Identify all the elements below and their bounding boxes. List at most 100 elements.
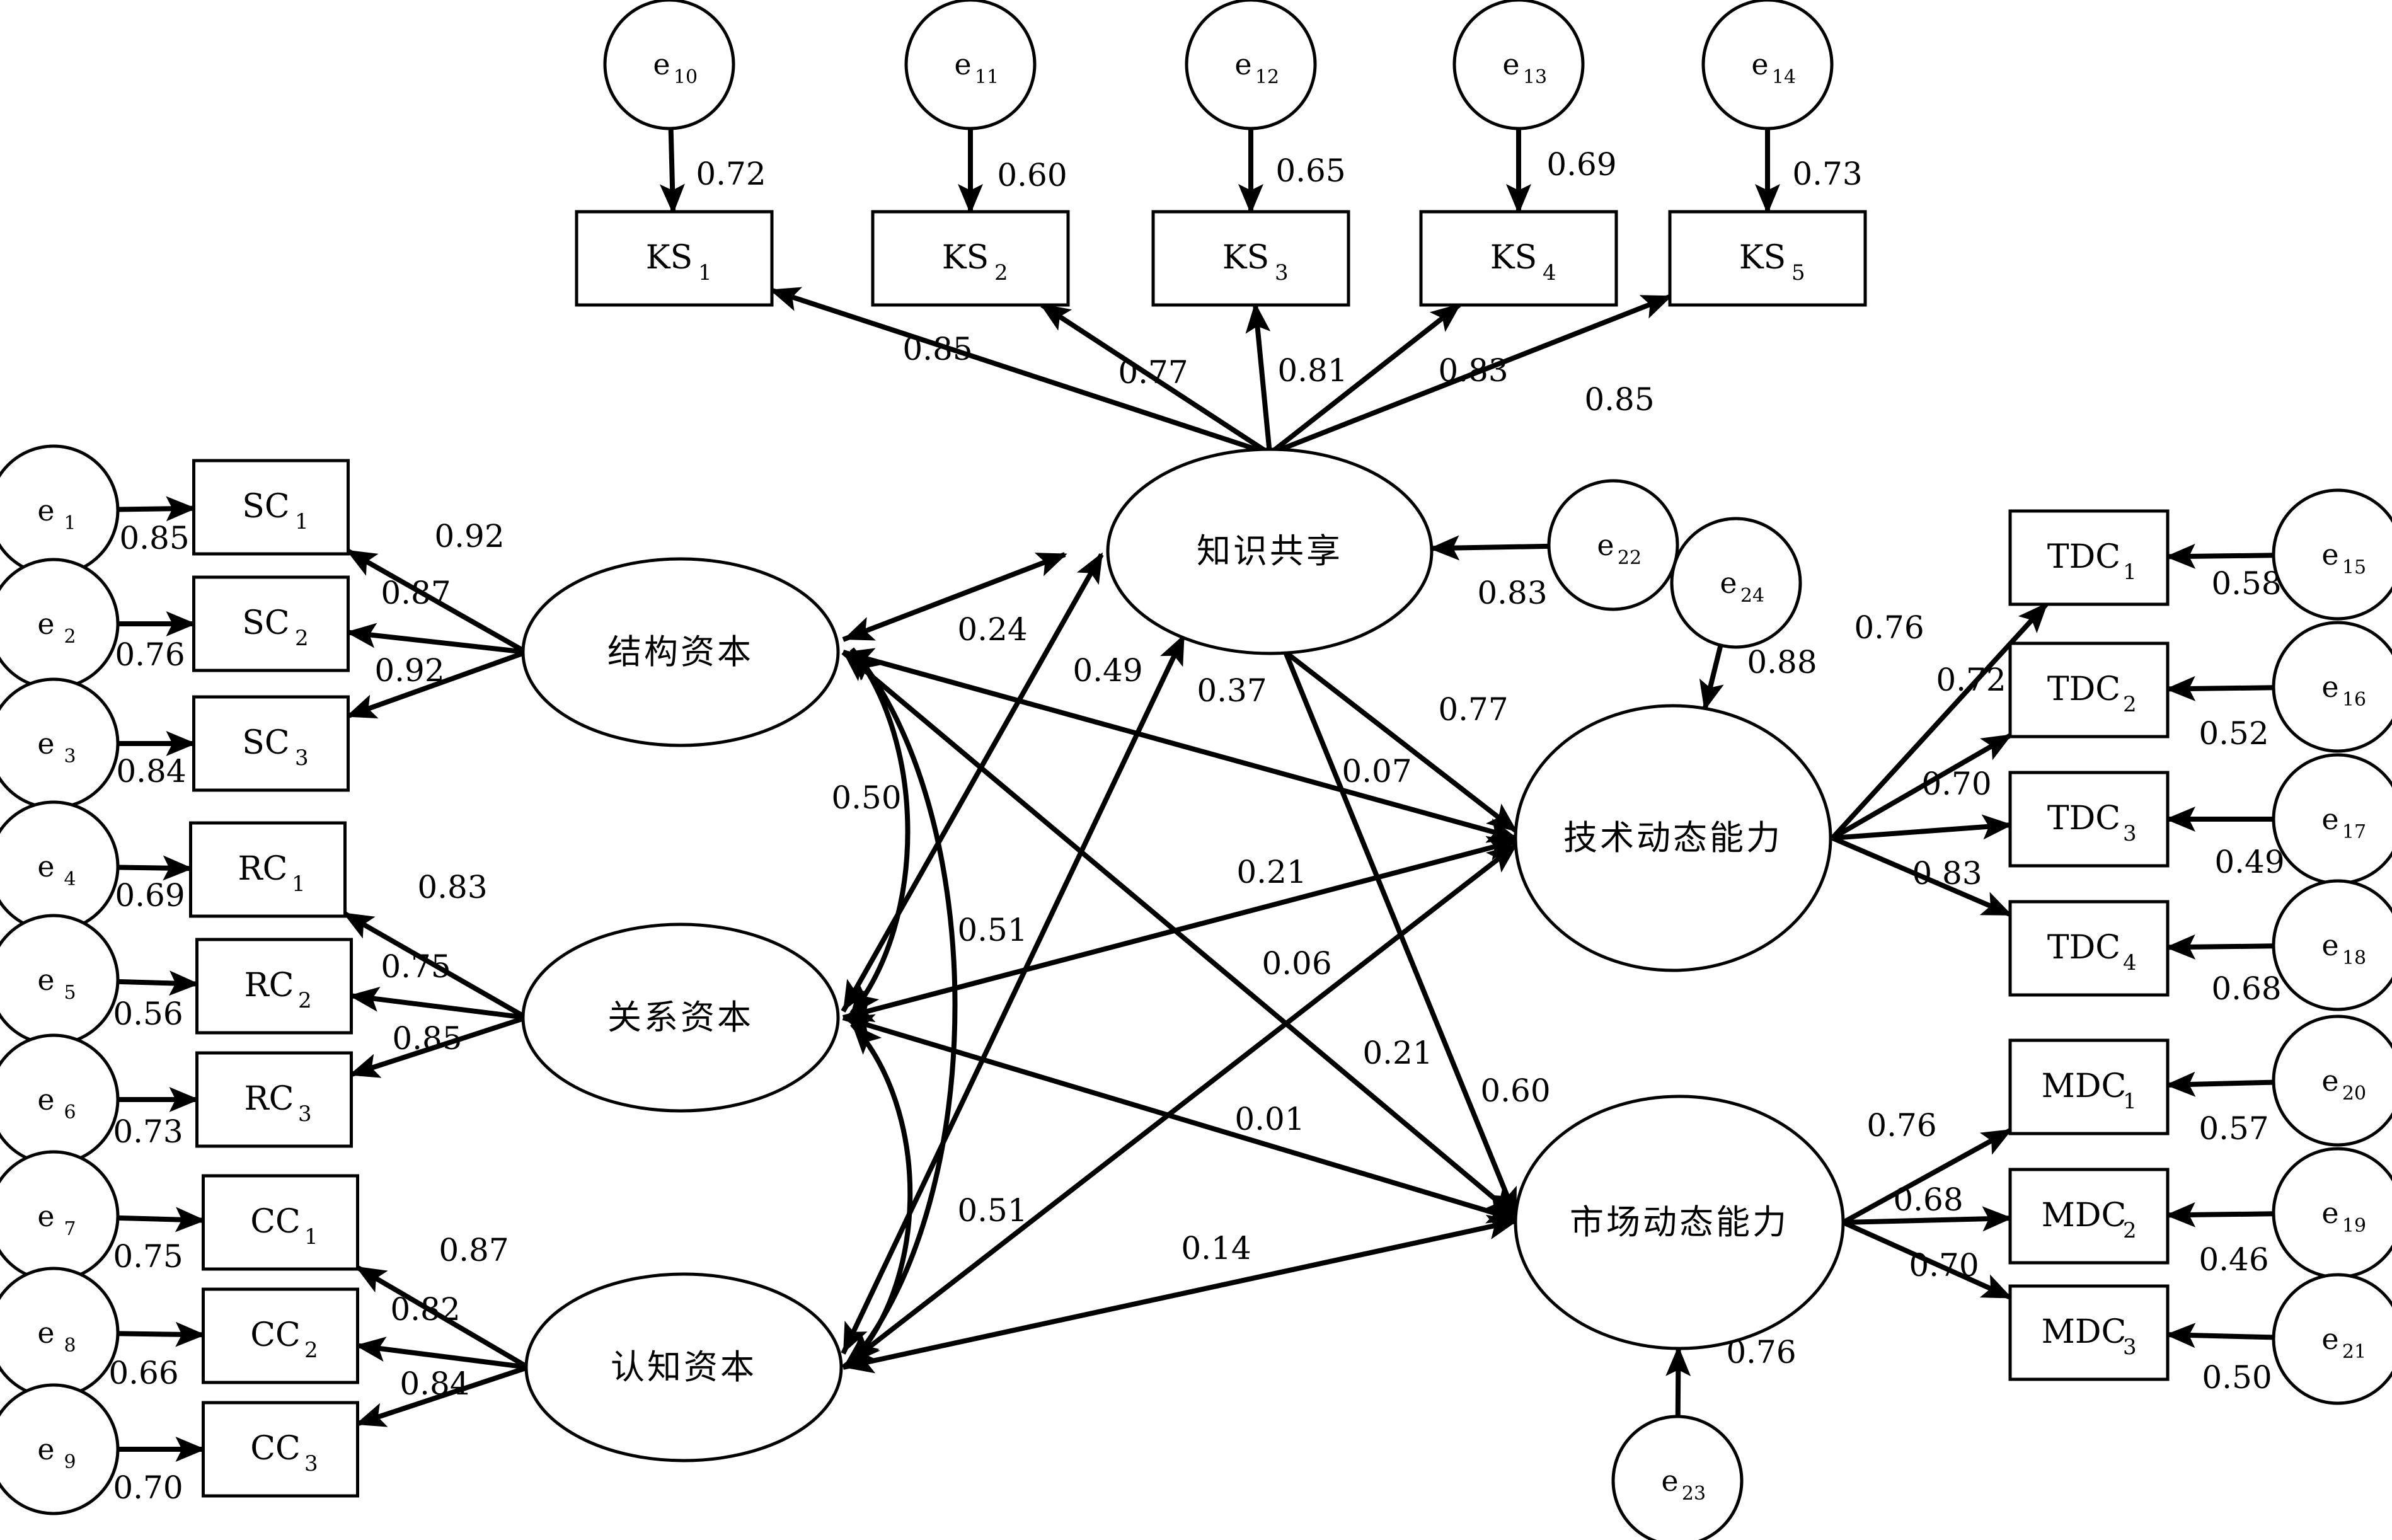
svg-text:结构资本: 结构资本 — [607, 632, 754, 672]
load-tdc-TDC3-arrow — [1832, 814, 2013, 841]
svg-text:KS: KS — [1739, 239, 1786, 277]
svg-text:e: e — [2321, 1064, 2338, 1098]
svg-text:1: 1 — [698, 260, 712, 285]
err-e5-arrow — [117, 970, 200, 996]
svg-text:3: 3 — [64, 745, 76, 767]
err-e2-value: 0.76 — [115, 636, 185, 673]
err-e11-value: 0.60 — [997, 157, 1067, 193]
svg-text:e: e — [37, 493, 54, 527]
svg-text:4: 4 — [2123, 950, 2137, 975]
svg-text:TDC: TDC — [2047, 670, 2120, 708]
svg-text:RC: RC — [244, 967, 294, 1004]
path-cc-ks-arrow — [841, 634, 1186, 1355]
load-ks-KS5-value: 0.85 — [1584, 381, 1654, 418]
svg-text:1: 1 — [2123, 1089, 2137, 1114]
load-ks-KS2-arrow — [1040, 302, 1272, 456]
svg-text:10: 10 — [674, 66, 698, 88]
load-rc-RC1-value: 0.83 — [417, 869, 487, 905]
latent-sc: 结构资本 — [521, 557, 840, 747]
svg-text:2: 2 — [304, 1338, 318, 1363]
load-mdc-MDC3-value: 0.70 — [1909, 1247, 1979, 1284]
svg-text:e: e — [37, 1083, 54, 1117]
err-e22-arrow — [1429, 535, 1550, 561]
cov-sc-cc-curve — [849, 647, 958, 1365]
svg-text:MDC: MDC — [2042, 1067, 2127, 1105]
svg-text:MDC: MDC — [2042, 1313, 2127, 1351]
path-sc-ks-arrow — [842, 552, 1067, 642]
load-mdc-MDC1-arrow — [1842, 1128, 2013, 1225]
path-ks-tdc-value: 0.77 — [1438, 691, 1508, 728]
load-tdc-TDC2-value: 0.72 — [1936, 662, 2006, 698]
load-ks-KS4-arrow — [1268, 302, 1461, 456]
svg-text:MDC: MDC — [2042, 1197, 2127, 1234]
svg-text:RC: RC — [238, 850, 288, 888]
load-cc-CC3-value: 0.84 — [400, 1365, 469, 1402]
svg-text:KS: KS — [1490, 239, 1537, 277]
svg-text:2: 2 — [64, 626, 76, 648]
svg-text:e: e — [2321, 1196, 2338, 1230]
err-e7-arrow — [117, 1207, 206, 1233]
err-e18-arrow — [2165, 934, 2274, 960]
svg-text:e: e — [954, 47, 971, 81]
svg-text:e: e — [1661, 1464, 1678, 1498]
svg-text:2: 2 — [298, 988, 312, 1013]
svg-text:TDC: TDC — [2047, 929, 2120, 967]
svg-text:18: 18 — [2342, 947, 2366, 969]
path-rc-ks-value: 0.49 — [1072, 652, 1142, 689]
svg-text:15: 15 — [2342, 556, 2366, 578]
err-e19-arrow — [2165, 1202, 2274, 1227]
load-ks-KS2-value: 0.77 — [1118, 354, 1188, 391]
svg-text:13: 13 — [1523, 66, 1547, 88]
svg-text:e: e — [37, 963, 54, 997]
load-sc-SC1-value: 0.92 — [434, 518, 504, 555]
err-e4-value: 0.69 — [115, 877, 185, 914]
path-sc-ks-value: 0.24 — [957, 611, 1027, 648]
load-mdc-MDC2-value: 0.68 — [1893, 1181, 1963, 1218]
svg-text:1: 1 — [304, 1224, 318, 1250]
load-tdc-TDC2-arrow — [1831, 733, 2013, 841]
svg-text:8: 8 — [64, 1335, 76, 1357]
svg-text:1: 1 — [295, 509, 309, 534]
svg-text:16: 16 — [2342, 689, 2366, 711]
err-e18-value: 0.68 — [2211, 970, 2281, 1007]
load-cc-CC1-value: 0.87 — [439, 1232, 509, 1268]
err-e8-value: 0.66 — [108, 1355, 178, 1391]
svg-text:9: 9 — [64, 1451, 76, 1473]
svg-text:5: 5 — [64, 982, 76, 1004]
load-cc-CC1-arrow — [355, 1265, 530, 1370]
svg-text:e: e — [1502, 47, 1519, 81]
svg-text:SC: SC — [242, 604, 289, 642]
svg-text:3: 3 — [1275, 260, 1289, 285]
path-sc-tdc-arrow — [842, 648, 1518, 843]
svg-text:5: 5 — [1791, 260, 1805, 285]
svg-text:关系资本: 关系资本 — [607, 997, 754, 1037]
load-cc-CC2-value: 0.82 — [390, 1291, 460, 1328]
svg-text:e: e — [2321, 1322, 2338, 1356]
svg-text:e: e — [37, 1199, 54, 1233]
svg-text:14: 14 — [1772, 66, 1796, 88]
svg-text:21: 21 — [2342, 1341, 2366, 1363]
err-e20-value: 0.57 — [2199, 1110, 2268, 1147]
svg-text:20: 20 — [2342, 1083, 2366, 1105]
load-rc-RC2-value: 0.75 — [381, 948, 451, 985]
svg-text:2: 2 — [2123, 1218, 2137, 1243]
